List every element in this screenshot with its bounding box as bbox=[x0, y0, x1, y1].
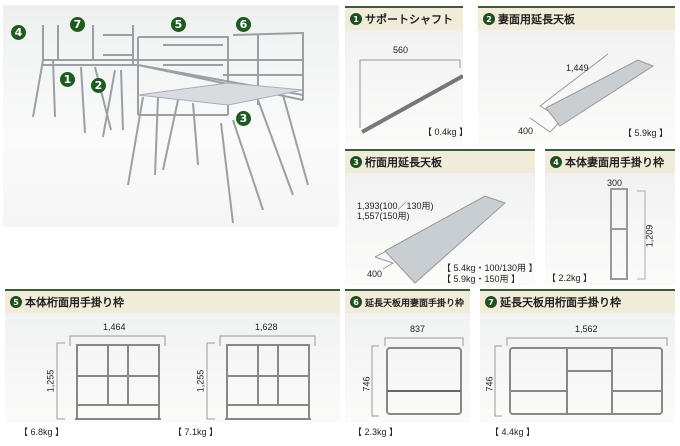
part-title: サポートシャフト bbox=[365, 13, 453, 26]
weight-label: 【 4.4kg 】 bbox=[490, 427, 536, 437]
weight-label-100-130: 【 5.4kg・100/130用 】 bbox=[442, 263, 538, 273]
weight-label: 【 5.9kg 】 bbox=[623, 128, 669, 138]
dim-length-150: 1,557(150用) bbox=[357, 211, 410, 221]
scaffold-illustration bbox=[32, 25, 309, 224]
part-title: 桁面用延長天板 bbox=[365, 156, 442, 169]
part-title: 本体桁面用手掛り枠 bbox=[25, 296, 124, 309]
part-number-badge: 1 bbox=[350, 13, 362, 25]
dim-height-a: 1,255 bbox=[45, 369, 56, 393]
dim-length-100-130: 1,393(100／130用) bbox=[357, 201, 434, 211]
dim-length: 1,449 bbox=[566, 63, 589, 73]
dim-height: 746 bbox=[484, 376, 495, 392]
part-title: 延長天板用桁面手掛り枠 bbox=[500, 296, 621, 309]
dim-width-a: 1,464 bbox=[103, 322, 126, 332]
frame-drawings bbox=[56, 335, 316, 420]
board-drawing bbox=[374, 195, 506, 284]
marker-5: 5 bbox=[171, 17, 186, 32]
weight-label: 【 2.3kg 】 bbox=[353, 427, 399, 437]
dim-width: 400 bbox=[367, 269, 383, 279]
part-number-badge: 2 bbox=[483, 13, 495, 25]
marker-3: 3 bbox=[236, 111, 251, 126]
shaft-drawing bbox=[359, 59, 463, 134]
part-number-badge: 4 bbox=[550, 156, 562, 168]
dim-length: 560 bbox=[393, 45, 409, 55]
part-number-badge: 6 bbox=[350, 296, 362, 308]
marker-7: 7 bbox=[70, 17, 85, 32]
frame-drawing bbox=[371, 337, 464, 417]
frame-drawing bbox=[494, 337, 668, 417]
dim-width: 400 bbox=[518, 126, 534, 136]
dim-width: 1,562 bbox=[575, 324, 598, 334]
frame-drawing bbox=[610, 188, 646, 280]
dim-height: 1,209 bbox=[644, 224, 655, 248]
dim-width-b: 1,628 bbox=[255, 322, 278, 332]
part-title: 本体妻面用手掛り枠 bbox=[565, 156, 664, 169]
part-number-badge: 7 bbox=[485, 296, 497, 308]
part-number-badge: 3 bbox=[350, 156, 362, 168]
board-drawing bbox=[529, 53, 655, 133]
marker-2: 2 bbox=[91, 78, 106, 93]
dim-height: 746 bbox=[361, 376, 372, 392]
part-title: 妻面用延長天板 bbox=[498, 13, 575, 26]
weight-label: 【 2.2kg 】 bbox=[547, 273, 593, 283]
dim-height-b: 1,255 bbox=[195, 369, 206, 393]
part-title: 延長天板用妻面手掛り枠 bbox=[365, 298, 465, 309]
marker-6: 6 bbox=[236, 17, 251, 32]
weight-label: 【 0.4kg 】 bbox=[423, 127, 469, 137]
part-number-badge: 5 bbox=[10, 296, 22, 308]
product-photo: 4 7 5 6 1 2 3 bbox=[3, 5, 339, 227]
marker-4: 4 bbox=[11, 25, 26, 40]
weight-label-b: 【 7.1kg 】 bbox=[173, 427, 219, 437]
marker-1: 1 bbox=[60, 72, 75, 87]
weight-label-a: 【 6.8kg 】 bbox=[19, 427, 65, 437]
dim-width: 837 bbox=[410, 324, 426, 334]
dim-width: 300 bbox=[607, 178, 623, 188]
weight-label-150: 【 5.9kg・150用 】 bbox=[442, 274, 521, 284]
